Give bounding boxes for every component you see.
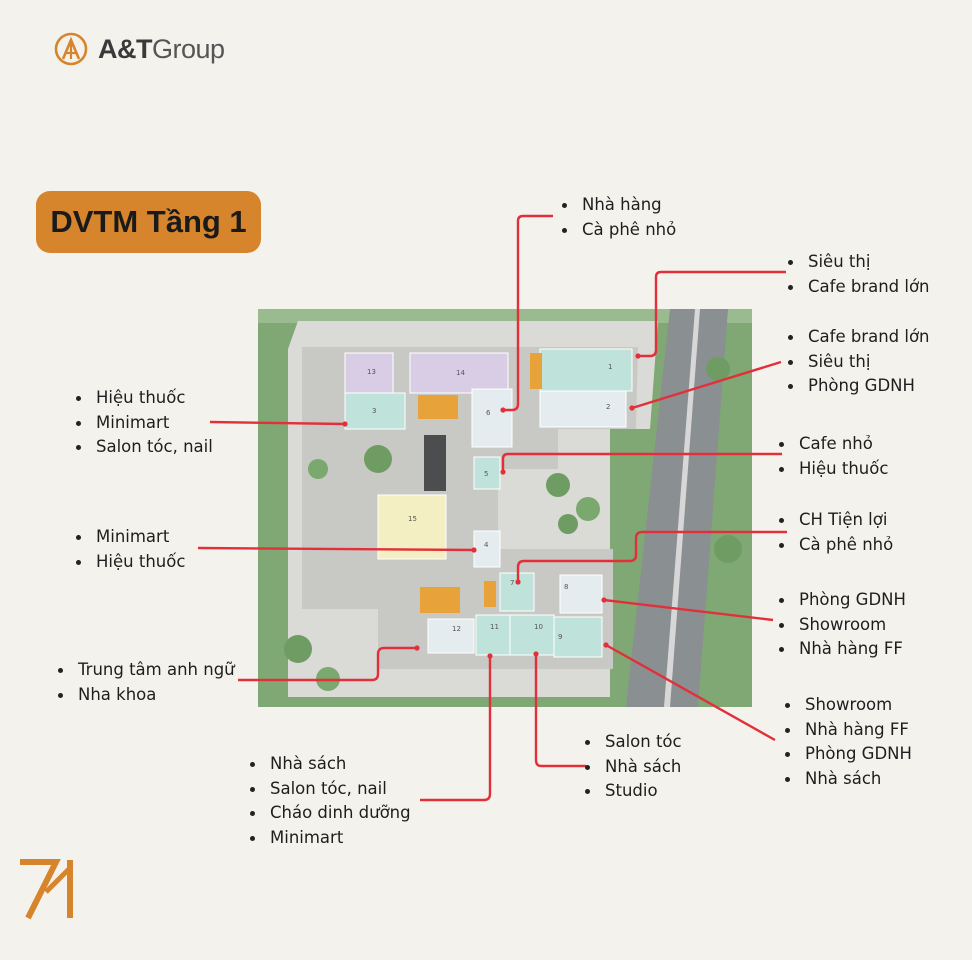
label-right-6: Showroom Nhà hàng FF Phòng GDNH Nhà sách xyxy=(783,693,912,791)
svg-text:12: 12 xyxy=(452,625,461,633)
unit-11: 11 xyxy=(475,614,511,656)
list-item: Nhà sách xyxy=(583,755,682,780)
label-right-5: Phòng GDNH Showroom Nhà hàng FF xyxy=(777,588,906,662)
list-item: Minimart xyxy=(248,826,411,851)
list-item: Showroom xyxy=(777,613,906,638)
list-item: Nhà hàng FF xyxy=(783,718,912,743)
unit-8: 8 xyxy=(559,574,603,614)
list-item: Hiệu thuốc xyxy=(74,386,213,411)
svg-text:10: 10 xyxy=(534,623,543,631)
a-monogram-icon xyxy=(54,32,88,66)
unit-6: 6 xyxy=(471,388,513,448)
list-item: Phòng GDNH xyxy=(783,742,912,767)
list-item: Phòng GDNH xyxy=(777,588,906,613)
list-item: Salon tóc xyxy=(583,730,682,755)
unit-4: 4 xyxy=(473,530,501,568)
svg-text:6: 6 xyxy=(486,409,491,417)
unit-14: 14 xyxy=(409,352,509,394)
list-item: Cafe brand lớn xyxy=(786,275,930,300)
svg-text:9: 9 xyxy=(558,633,562,641)
list-item: Phòng GDNH xyxy=(786,374,930,399)
page-title: DVTM Tầng 1 xyxy=(36,191,261,253)
list-item: Cà phê nhỏ xyxy=(777,533,893,558)
list-item: Cháo dinh dưỡng xyxy=(248,801,411,826)
list-item: Cafe nhỏ xyxy=(777,432,888,457)
label-left-3: Trung tâm anh ngữ Nha khoa xyxy=(56,658,235,707)
site-plan: 13 14 3 1 2 6 5 15 4 7 8 9 10 11 12 xyxy=(258,309,752,707)
list-item: Showroom xyxy=(783,693,912,718)
svg-text:5: 5 xyxy=(484,470,488,478)
label-right-4: CH Tiện lợi Cà phê nhỏ xyxy=(777,508,893,557)
list-item: Salon tóc, nail xyxy=(74,435,213,460)
seven-one-logo-icon xyxy=(20,859,73,920)
unit-15: 15 xyxy=(377,494,447,560)
list-item: Siêu thị xyxy=(786,250,930,275)
label-bottom-2: Salon tóc Nhà sách Studio xyxy=(583,730,682,804)
label-left-2: Minimart Hiệu thuốc xyxy=(74,525,185,574)
unit-1: 1 xyxy=(539,348,633,392)
list-item: CH Tiện lợi xyxy=(777,508,893,533)
svg-text:14: 14 xyxy=(456,369,465,377)
svg-text:13: 13 xyxy=(367,368,376,376)
list-item: Trung tâm anh ngữ xyxy=(56,658,235,683)
list-item: Nhà sách xyxy=(783,767,912,792)
label-left-1: Hiệu thuốc Minimart Salon tóc, nail xyxy=(74,386,213,460)
brand-header: A&TGroup xyxy=(54,32,225,66)
list-item: Nhà hàng FF xyxy=(777,637,906,662)
svg-text:11: 11 xyxy=(490,623,499,631)
list-item: Nhà hàng xyxy=(560,193,676,218)
svg-text:4: 4 xyxy=(484,541,489,549)
svg-text:8: 8 xyxy=(564,583,568,591)
list-item: Minimart xyxy=(74,411,213,436)
list-item: Siêu thị xyxy=(786,350,930,375)
label-right-1: Siêu thị Cafe brand lớn xyxy=(786,250,930,299)
unit-13: 13 xyxy=(344,352,394,394)
svg-text:7: 7 xyxy=(510,579,514,587)
list-item: Cafe brand lớn xyxy=(786,325,930,350)
label-right-3: Cafe nhỏ Hiệu thuốc xyxy=(777,432,888,481)
svg-text:3: 3 xyxy=(372,407,376,415)
unit-7: 7 xyxy=(499,572,535,612)
list-item: Hiệu thuốc xyxy=(74,550,185,575)
brand-name: A&TGroup xyxy=(98,33,225,64)
list-item: Minimart xyxy=(74,525,185,550)
unit-3: 3 xyxy=(344,392,406,430)
label-bottom-1: Nhà sách Salon tóc, nail Cháo dinh dưỡng… xyxy=(248,752,411,850)
unit-9: 9 xyxy=(553,616,603,658)
svg-text:2: 2 xyxy=(606,403,610,411)
unit-5: 5 xyxy=(473,456,501,490)
list-item: Studio xyxy=(583,779,682,804)
list-item: Salon tóc, nail xyxy=(248,777,411,802)
svg-text:1: 1 xyxy=(608,363,612,371)
unit-12: 12 xyxy=(427,618,475,654)
list-item: Cà phê nhỏ xyxy=(560,218,676,243)
list-item: Nha khoa xyxy=(56,683,235,708)
list-item: Nhà sách xyxy=(248,752,411,777)
unit-2: 2 xyxy=(539,390,627,428)
label-right-2: Cafe brand lớn Siêu thị Phòng GDNH xyxy=(786,325,930,399)
svg-text:15: 15 xyxy=(408,515,417,523)
unit-10: 10 xyxy=(509,614,555,656)
label-top-center: Nhà hàng Cà phê nhỏ xyxy=(560,193,676,242)
list-item: Hiệu thuốc xyxy=(777,457,888,482)
